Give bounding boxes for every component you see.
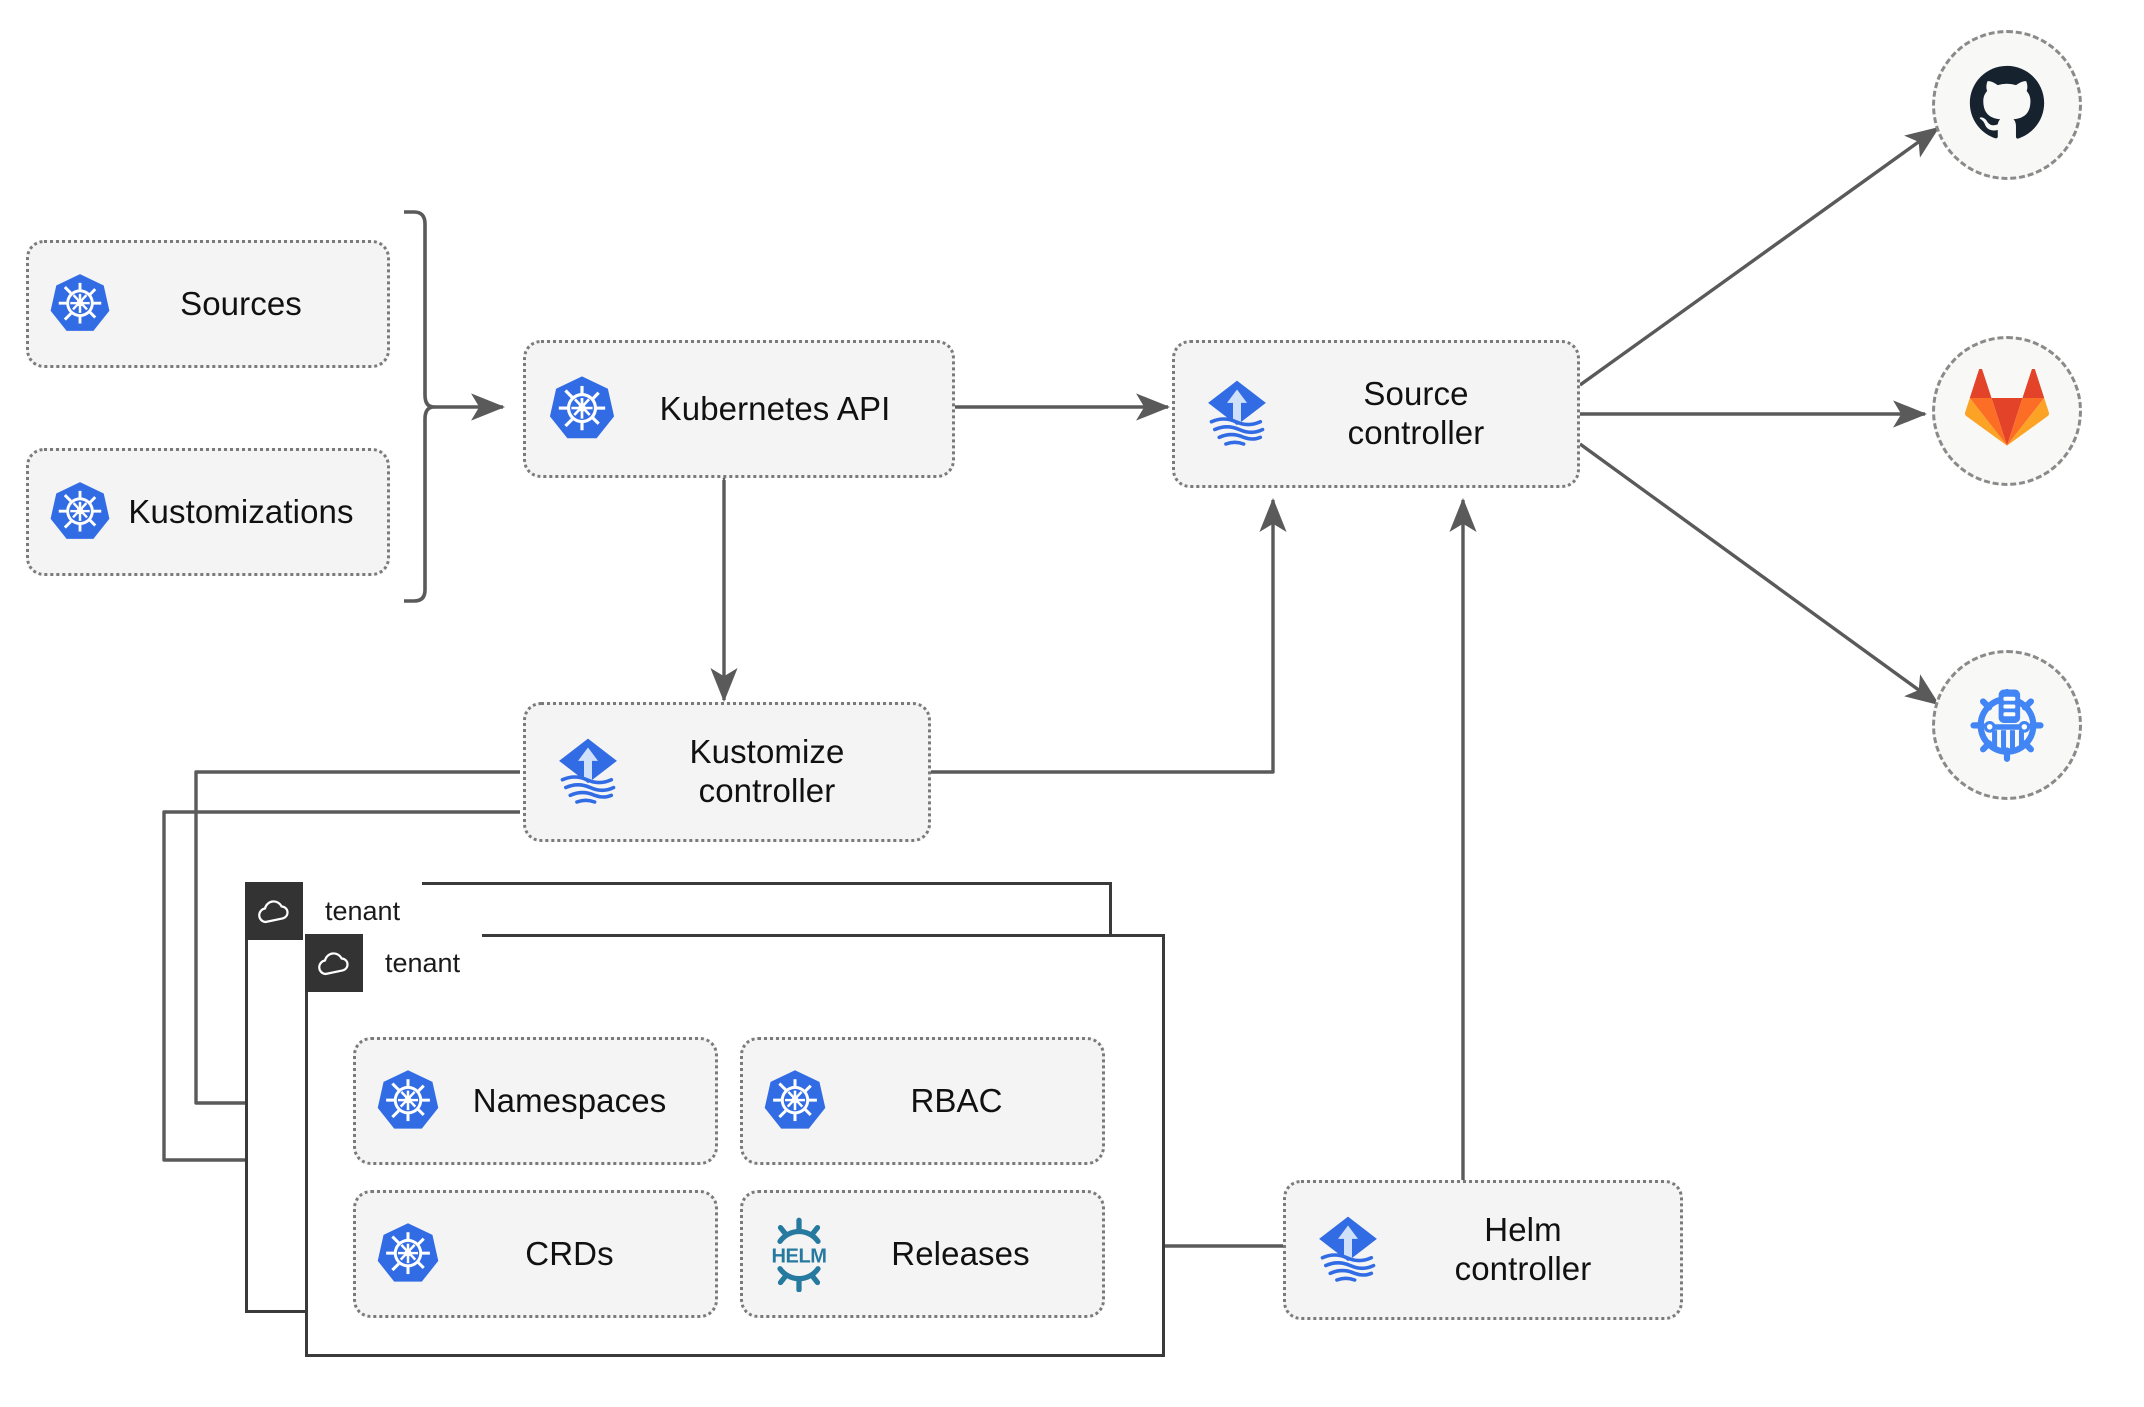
node-label: Kustomize controller xyxy=(689,733,845,809)
node-kustomizations[interactable]: Kustomizations xyxy=(26,448,390,576)
bucket-icon xyxy=(1964,680,2050,771)
node-label: Sources xyxy=(180,284,302,322)
flux-icon xyxy=(1308,1210,1388,1290)
node-label: CRDs xyxy=(525,1234,614,1272)
provider-gitlab[interactable] xyxy=(1932,336,2082,486)
kubernetes-icon xyxy=(761,1067,829,1135)
gitlab-icon xyxy=(1964,367,2050,454)
tenant-header: tenant xyxy=(305,934,483,992)
flux-icon xyxy=(1197,374,1277,454)
node-label: Releases xyxy=(891,1234,1030,1272)
node-label: RBAC xyxy=(910,1081,1003,1119)
node-source-controller[interactable]: Source controller xyxy=(1172,340,1580,488)
kubernetes-icon xyxy=(47,479,113,545)
cloud-icon xyxy=(245,882,303,940)
node-crds[interactable]: CRDs xyxy=(353,1190,718,1318)
node-kustomize-controller[interactable]: Kustomize controller xyxy=(523,702,931,842)
provider-bucket[interactable] xyxy=(1932,650,2082,800)
node-label: Source controller xyxy=(1347,375,1485,451)
helm-icon: HELM xyxy=(761,1216,837,1292)
cloud-icon xyxy=(305,934,363,992)
node-namespaces[interactable]: Namespaces xyxy=(353,1037,718,1165)
kubernetes-icon xyxy=(374,1220,442,1288)
tenant-label: tenant xyxy=(385,947,461,978)
node-label: Helm controller xyxy=(1454,1211,1592,1287)
flux-icon xyxy=(548,732,628,812)
node-helm-controller[interactable]: Helm controller xyxy=(1283,1180,1683,1320)
node-rbac[interactable]: RBAC xyxy=(740,1037,1105,1165)
svg-text:HELM: HELM xyxy=(771,1245,826,1267)
tenant-box-inner[interactable]: tenant xyxy=(305,934,1165,1357)
node-kubernetes-api[interactable]: Kubernetes API xyxy=(523,340,955,478)
node-label: Kubernetes API xyxy=(659,389,891,427)
node-sources[interactable]: Sources xyxy=(26,240,390,368)
kubernetes-icon xyxy=(374,1067,442,1135)
node-label: Kustomizations xyxy=(128,492,354,530)
kubernetes-icon xyxy=(546,373,618,445)
tenant-header: tenant xyxy=(245,882,423,940)
github-icon xyxy=(1966,62,2048,149)
tenant-label: tenant xyxy=(325,895,401,926)
node-releases[interactable]: HELM Releases xyxy=(740,1190,1105,1318)
provider-github[interactable] xyxy=(1932,30,2082,180)
kubernetes-icon xyxy=(47,271,113,337)
node-label: Namespaces xyxy=(472,1081,667,1119)
